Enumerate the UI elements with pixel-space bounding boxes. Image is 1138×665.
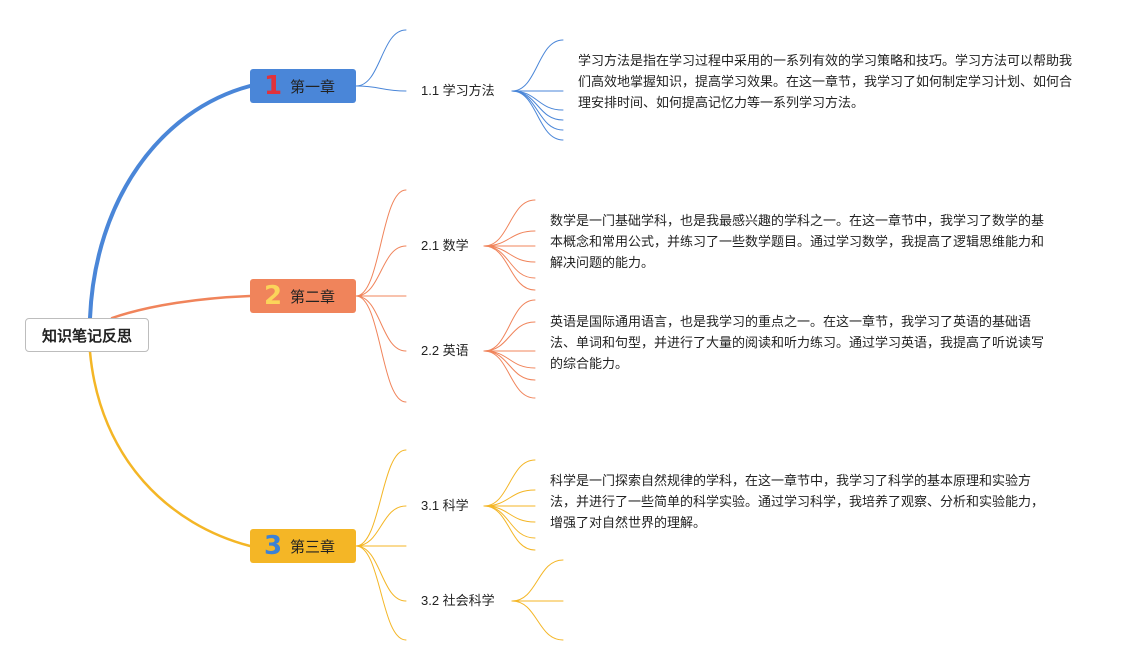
root-link-ch1 [88, 84, 252, 320]
sec21-link-4 [483, 245, 536, 279]
ch2-link-1 [355, 245, 407, 297]
sec11-link-2 [511, 90, 564, 111]
chapter-1-label: 第一章 [290, 78, 336, 96]
ch1-link-0 [355, 29, 407, 87]
chapter-2-label: 第二章 [290, 288, 336, 306]
sec31-link-1 [483, 489, 536, 507]
sec32-link-2 [511, 600, 564, 641]
root-topic-label: 知识笔记反思 [41, 327, 132, 345]
sec31-link-3 [483, 505, 536, 523]
sec21-link-5 [483, 245, 536, 291]
note-2-2[interactable]: 英语是国际通用语言，也是我学习的重点之一。在这一章节，我学习了英语的基础语法、单… [550, 314, 1045, 371]
sec21-link-1 [483, 230, 536, 247]
section-1-1-topic[interactable]: 1.1 学习方法 [421, 83, 495, 98]
sec11-link-0 [511, 39, 564, 92]
root-link-ch2 [110, 294, 252, 320]
ch2-link-4 [355, 295, 407, 403]
section-2-2-topic[interactable]: 2.2 英语 [421, 343, 469, 358]
sec31-link-4 [483, 505, 536, 539]
root-link-ch3 [88, 350, 252, 548]
ch3-link-3 [355, 545, 407, 602]
chapter-2-number-icon: 2 [264, 281, 283, 311]
sec21-link-3 [483, 245, 536, 263]
ch2-link-3 [355, 295, 407, 352]
chapter-2-topic[interactable]: 2 第二章 [250, 279, 356, 313]
sec22-link-5 [483, 350, 536, 399]
ch3-link-1 [355, 505, 407, 547]
section-2-1-topic[interactable]: 2.1 数学 [421, 238, 469, 253]
sec22-link-1 [483, 321, 536, 352]
sec11-link-5 [511, 90, 564, 141]
sec22-link-4 [483, 350, 536, 381]
section-3-1-topic[interactable]: 3.1 科学 [421, 498, 469, 513]
sec21-link-0 [483, 199, 536, 247]
sec31-link-5 [483, 505, 536, 551]
ch1-link-1 [355, 85, 407, 92]
sec11-link-4 [511, 90, 564, 131]
chapter-3-label: 第三章 [290, 538, 336, 556]
note-3-1[interactable]: 科学是一门探索自然规律的学科，在这一章节中，我学习了科学的基本原理和实验方法，并… [550, 473, 1045, 530]
sec31-link-0 [483, 459, 536, 507]
chapter-3-topic[interactable]: 3 第三章 [250, 529, 356, 563]
sec32-link-0 [511, 559, 564, 602]
sec22-link-0 [483, 299, 536, 352]
chapter-1-number-icon: 1 [264, 71, 283, 101]
ch2-link-0 [355, 189, 407, 297]
chapter-1-topic[interactable]: 1 第一章 [250, 69, 356, 103]
section-3-2-topic[interactable]: 3.2 社会科学 [421, 593, 495, 608]
note-1-1[interactable]: 学习方法是指在学习过程中采用的一系列有效的学习策略和技巧。学习方法可以帮助我们高… [578, 53, 1073, 110]
chapter-3-number-icon: 3 [264, 531, 283, 561]
root-topic[interactable]: 知识笔记反思 [25, 318, 149, 352]
ch3-link-0 [355, 449, 407, 547]
ch3-link-4 [355, 545, 407, 641]
note-2-1[interactable]: 数学是一门基础学科，也是我最感兴趣的学科之一。在这一章节中，我学习了数学的基本概… [550, 213, 1045, 270]
